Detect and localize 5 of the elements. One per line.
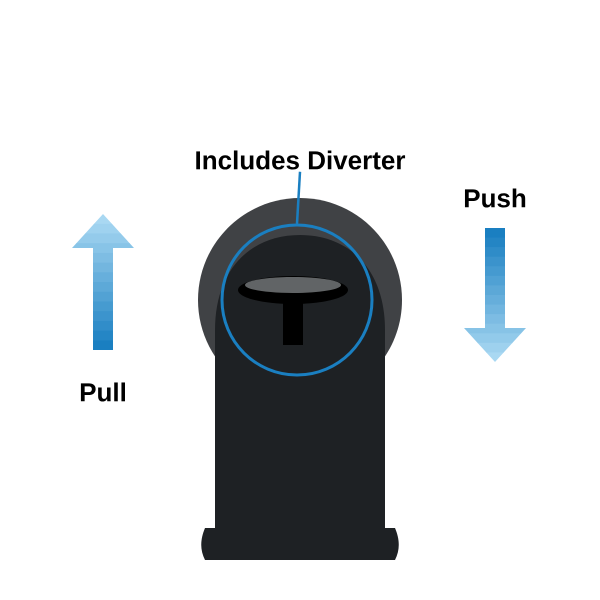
leader-line [296,172,302,224]
callout-text: Includes Diverter [196,150,406,170]
highlight-circle [220,224,374,376]
direction-label: Pull [80,382,125,402]
direction-label: Push [464,188,526,208]
